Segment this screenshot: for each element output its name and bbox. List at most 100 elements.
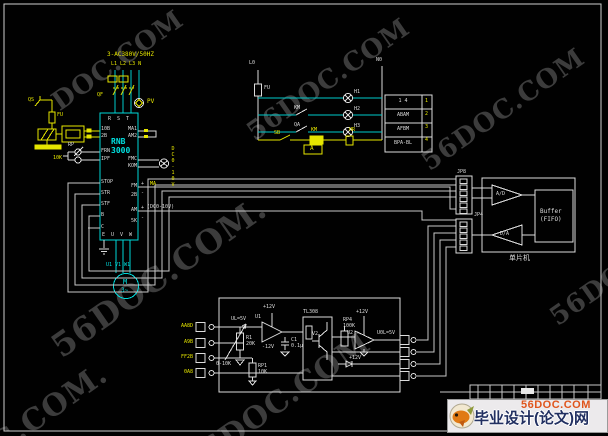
inverter-rst-pins: R S T	[108, 116, 130, 122]
r1-label: R1	[246, 335, 253, 341]
uvw1-labels: U1 V1 W1	[106, 262, 131, 268]
pin-right: AM	[130, 207, 137, 213]
analog-input-label: A9B	[183, 339, 193, 345]
inverter-model: 3000	[111, 146, 131, 155]
km-contact-label: KM	[294, 105, 301, 111]
table-side: 2	[425, 111, 429, 117]
rail-u1-label: +12V	[263, 304, 276, 310]
table-row: AFBM	[396, 126, 410, 132]
voltmeter-pv	[134, 98, 144, 108]
adc-label: A/D	[496, 191, 506, 197]
rp-value-label: 10K	[53, 155, 63, 161]
pot-range-label: 0-10K	[216, 361, 232, 367]
rail-neg-label: -12V	[262, 344, 275, 350]
inverter-jumper-and-meter	[138, 129, 169, 169]
pin-left: STR	[101, 190, 111, 196]
lamp-label: H3	[354, 123, 361, 129]
controller-box	[455, 175, 576, 254]
pin-left: IPF	[101, 156, 111, 162]
pv-label: PV	[147, 98, 155, 105]
pin-right: MA1	[127, 126, 137, 132]
dc-range-label: (DC0-10V)	[147, 204, 175, 210]
pin-left: 2B	[101, 133, 108, 139]
pin-left: STF	[101, 201, 111, 207]
fish-logo	[449, 403, 475, 429]
c1-value: 0.1μ	[291, 343, 304, 349]
motor-m: M	[123, 278, 128, 286]
uo-label: U0L=5V	[377, 330, 396, 336]
pin-left: 10B	[101, 126, 111, 132]
fuse-label: FU	[57, 112, 64, 118]
rp1-label: RP1	[258, 363, 268, 369]
analog-box	[195, 297, 417, 393]
watermark-banner: 56DOC.COM 毕业设计(论文)网	[447, 399, 608, 433]
table-row: BPA-BL	[393, 140, 413, 146]
inverter-brand: RNB	[111, 137, 126, 146]
meter-range-label: DC0-10V	[170, 146, 176, 188]
pin-right: AM2	[127, 133, 137, 139]
transistor-label: V2	[312, 331, 319, 337]
rp1-value: 10K	[258, 369, 268, 375]
ui-label: UL=5V	[231, 316, 247, 322]
sb-label: SB	[274, 130, 281, 136]
analog-input-label: AA8D	[180, 323, 193, 329]
signal-bus-wires	[67, 178, 456, 377]
table-side: 4	[425, 137, 429, 143]
table-side: 1	[425, 98, 429, 104]
table-row: 1 4	[398, 98, 408, 104]
breaker-symbol	[107, 75, 135, 96]
ladder-right-rail-label: N0	[376, 57, 383, 63]
rail-d-label: +12V	[349, 355, 362, 361]
drawing-border	[3, 3, 602, 432]
hr-label: HR	[349, 127, 356, 133]
inverter-block-outline	[99, 112, 139, 241]
pin-right: FMC	[127, 156, 137, 162]
buffer-label-2: (FIFO)	[540, 216, 562, 223]
analog-input-label: 0A8	[183, 369, 193, 375]
table-side: 3	[425, 124, 429, 130]
ladder-fuse-label: FU	[264, 85, 271, 91]
ma-label: MA	[150, 181, 157, 187]
am-plus: +	[141, 205, 145, 211]
relay-ladder	[254, 66, 433, 155]
fm-minus: -	[141, 190, 145, 196]
pin-left: FRN	[101, 148, 111, 154]
u1-label: U1	[255, 314, 262, 320]
km-coil-label: KM	[311, 127, 318, 133]
uvw-pins: U V W	[111, 232, 133, 238]
c1-label: C1	[291, 337, 298, 343]
banner-site-url[interactable]: 56DOC.COM	[521, 399, 591, 411]
rp-label: RP	[68, 142, 75, 148]
lamp-label: H2	[354, 106, 361, 112]
rail-u2-label: +12V	[356, 309, 369, 315]
qs-label: QS	[28, 97, 35, 103]
r1-value: 20K	[246, 341, 256, 347]
buffer-label-1: Buffer	[540, 208, 562, 215]
pin-right: 5K	[130, 218, 137, 224]
buffer-box	[534, 189, 574, 243]
rp4-label: RP4	[343, 317, 353, 323]
supply-label: 3-AC380V/50HZ	[107, 51, 154, 58]
dac-label: D/A	[500, 231, 510, 237]
control-supply-chain	[34, 96, 100, 150]
qa-contact-label: QA	[294, 122, 301, 128]
chip-label: TL308	[303, 309, 319, 315]
pin-right: 2B	[130, 192, 137, 198]
pin-left: C	[101, 224, 105, 230]
breaker-label: QF	[97, 92, 104, 98]
banner-site-title[interactable]: 毕业设计(论文)网	[474, 410, 589, 427]
motor-phase: 3~	[121, 287, 129, 294]
controller-caption: 单片机	[509, 254, 530, 262]
pin-left: STOP	[101, 179, 114, 185]
rp4-value: 100K	[343, 323, 356, 329]
fm-plus: +	[141, 181, 145, 187]
earth-pin: E	[102, 232, 106, 238]
pin-left: B	[101, 212, 105, 218]
am-minus: -	[141, 215, 145, 221]
phase-labels: L1 L2 L3 N	[111, 61, 142, 67]
speed-potentiometer	[63, 146, 100, 164]
analog-input-label: FF2B	[180, 354, 193, 360]
adc-triangle	[491, 184, 524, 206]
